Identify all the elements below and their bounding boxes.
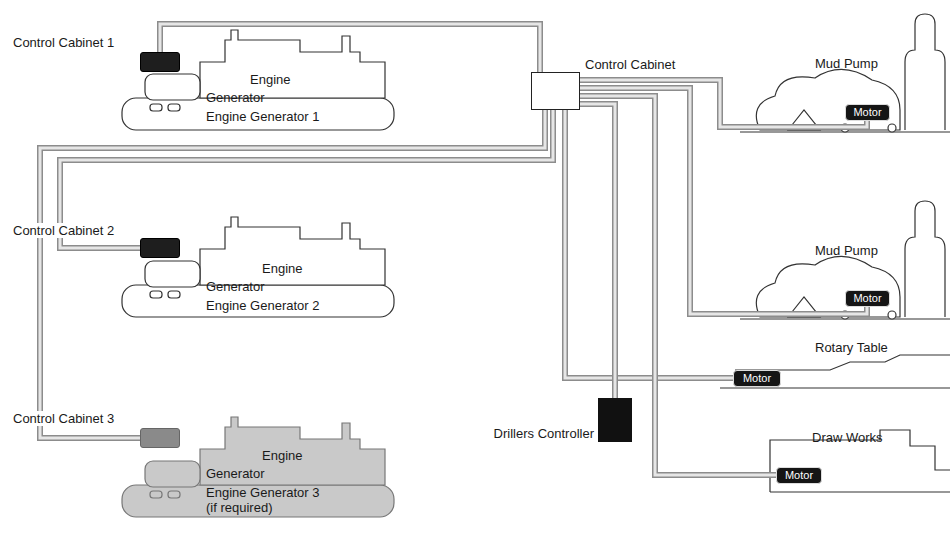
- rotary-table: Rotary TableMotor: [715, 338, 950, 394]
- engine-generator: [122, 217, 394, 317]
- mud-pump: Mud PumpMotor: [735, 48, 950, 138]
- cable-connector: [580, 104, 615, 398]
- control-cabinet: Control Cabinet 2: [140, 238, 180, 258]
- cable-connector: [580, 88, 867, 314]
- equipment-label: Engine: [262, 261, 302, 276]
- mud-pump: Mud PumpMotor: [735, 235, 950, 325]
- mud-pump: [740, 14, 950, 132]
- engine-generator: EngineGeneratorEngine Generator 3 (if re…: [120, 405, 395, 520]
- equipment-label: Engine: [262, 448, 302, 463]
- equipment-label: Mud Pump: [815, 243, 878, 258]
- drillers-controller: Drillers Controller: [598, 398, 632, 442]
- equipment-label: Generator: [206, 90, 265, 105]
- motor-label: Motor: [785, 468, 813, 483]
- motor-box: Motor: [733, 370, 781, 387]
- motor-box: Motor: [845, 104, 890, 121]
- control-cabinet: Control Cabinet 3: [140, 428, 180, 448]
- draw-works: Draw WorksMotor: [770, 428, 950, 500]
- cable-connector: [565, 110, 733, 378]
- equipment-label: Control Cabinet 2: [11, 223, 116, 238]
- mud-pump: [740, 201, 950, 319]
- equipment-label: Drillers Controller: [494, 426, 594, 441]
- equipment-label: Draw Works: [812, 430, 883, 445]
- engine-generator: EngineGeneratorEngine Generator 1: [120, 28, 395, 132]
- draw-works: [770, 430, 950, 492]
- cable-connector: [580, 96, 776, 475]
- control-cabinet: Control Cabinet: [531, 72, 580, 110]
- motor-label: Motor: [743, 371, 771, 386]
- equipment-label: Engine Generator 1: [206, 109, 319, 124]
- equipment-label: Control Cabinet 3: [11, 411, 116, 426]
- equipment-label: Control Cabinet: [585, 57, 675, 72]
- motor-box: Motor: [845, 290, 890, 307]
- rotary-table: [720, 355, 950, 388]
- motor-label: Motor: [853, 291, 881, 306]
- equipment-label: Engine Generator 2: [206, 298, 319, 313]
- cable-connector: [40, 110, 545, 438]
- motor-box: Motor: [776, 467, 822, 484]
- equipment-label: Generator: [206, 279, 265, 294]
- equipment-label: Mud Pump: [815, 56, 878, 71]
- equipment-label: Rotary Table: [815, 340, 888, 355]
- equipment-label: Engine: [250, 72, 290, 87]
- cable-connector: [60, 110, 553, 248]
- cable-connector: [160, 24, 540, 72]
- engine-generator: EngineGeneratorEngine Generator 2: [120, 215, 395, 319]
- equipment-label: Engine Generator 3 (if required): [206, 485, 331, 515]
- motor-label: Motor: [853, 105, 881, 120]
- engine-generator: [122, 417, 394, 517]
- equipment-label: Generator: [206, 466, 265, 481]
- equipment-label: Control Cabinet 1: [11, 35, 116, 50]
- control-cabinet: Control Cabinet 1: [140, 52, 180, 72]
